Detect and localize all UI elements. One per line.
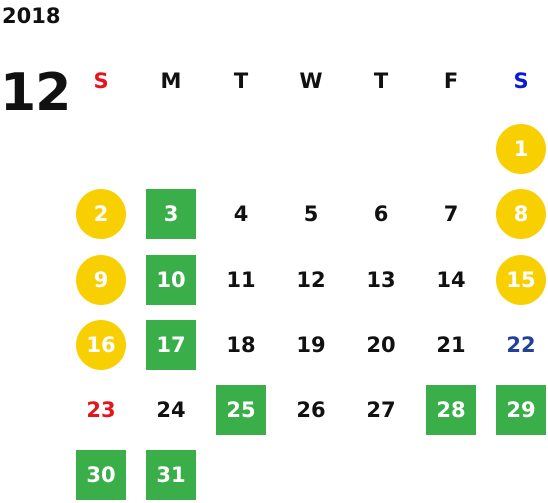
weekday-fri: F xyxy=(443,69,459,93)
day-8: 8 xyxy=(496,189,546,239)
day-29: 29 xyxy=(496,385,546,435)
day-28: 28 xyxy=(426,385,476,435)
day-19: 19 xyxy=(296,333,326,357)
day-6: 6 xyxy=(373,202,389,226)
day-10: 10 xyxy=(146,255,196,305)
day-9: 9 xyxy=(76,255,126,305)
day-7: 7 xyxy=(443,202,459,226)
day-31: 31 xyxy=(146,450,196,500)
day-22: 22 xyxy=(506,333,536,357)
weekday-wed: W xyxy=(299,69,323,93)
month-number: 12 xyxy=(0,63,71,123)
day-11: 11 xyxy=(226,268,256,292)
day-26: 26 xyxy=(296,398,326,422)
day-25: 25 xyxy=(216,385,266,435)
day-14: 14 xyxy=(436,268,466,292)
day-1: 1 xyxy=(496,124,546,174)
weekday-thu: T xyxy=(373,69,389,93)
day-30: 30 xyxy=(76,450,126,500)
day-16: 16 xyxy=(76,320,126,370)
weekday-tue: T xyxy=(233,69,249,93)
day-2: 2 xyxy=(76,189,126,239)
year-label: 2018 xyxy=(2,4,61,28)
weekday-sun: S xyxy=(93,69,109,93)
day-17: 17 xyxy=(146,320,196,370)
weekday-mon: M xyxy=(160,69,182,93)
day-12: 12 xyxy=(296,268,326,292)
day-27: 27 xyxy=(366,398,396,422)
day-20: 20 xyxy=(366,333,396,357)
day-4: 4 xyxy=(233,202,249,226)
day-3: 3 xyxy=(146,189,196,239)
day-21: 21 xyxy=(436,333,466,357)
weekday-sat: S xyxy=(513,69,529,93)
day-5: 5 xyxy=(303,202,319,226)
day-24: 24 xyxy=(156,398,186,422)
day-13: 13 xyxy=(366,268,396,292)
day-15: 15 xyxy=(496,255,546,305)
day-18: 18 xyxy=(226,333,256,357)
day-23: 23 xyxy=(86,398,116,422)
